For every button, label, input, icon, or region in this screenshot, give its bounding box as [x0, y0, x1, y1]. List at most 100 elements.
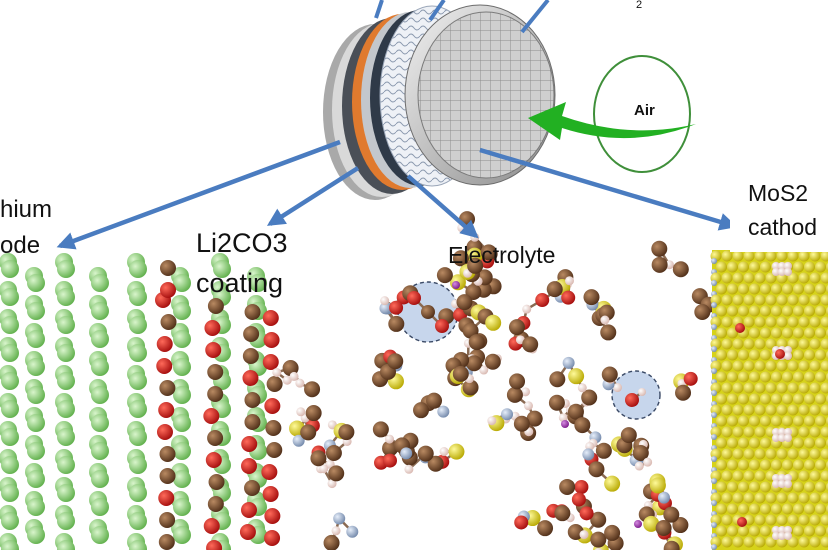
adsorbate-atom — [778, 474, 786, 482]
lithium-atom — [129, 316, 147, 334]
sulfur-atom — [727, 481, 738, 493]
oxygen-atom — [262, 354, 279, 370]
sulfur-atom — [732, 360, 744, 372]
oxygen-atom — [160, 282, 176, 298]
sulfur-atom — [793, 327, 804, 339]
sulfur-atom — [760, 393, 771, 405]
sulfur-atom — [716, 437, 727, 449]
sulfur-atom — [787, 294, 799, 306]
sulfur-atom — [782, 503, 793, 515]
sulfur-atom — [716, 261, 727, 273]
carbon-atom — [266, 442, 283, 458]
sulfur-atom — [804, 481, 815, 493]
sulfur-atom — [738, 283, 749, 295]
adsorbate-atom — [784, 532, 792, 540]
molybdenum-edge-atom — [711, 280, 717, 286]
sulfur-atom — [787, 250, 799, 262]
lithium-atom — [27, 470, 45, 488]
sulfur-atom — [760, 305, 771, 317]
carbon-atom — [632, 444, 649, 461]
sulfur-atom — [809, 426, 821, 438]
sulfur-atom — [798, 272, 810, 284]
lithium-atom — [91, 414, 109, 432]
sulfur-atom — [787, 492, 799, 504]
hydrogen-atom — [384, 434, 394, 444]
carbon-atom — [567, 403, 584, 420]
sulfur-atom — [820, 470, 828, 482]
sulfur-atom — [782, 371, 793, 383]
sulfur-atom — [448, 443, 465, 460]
sulfur-atom — [721, 382, 733, 394]
anode-atom-panel — [0, 245, 292, 550]
sulfur-atom — [798, 514, 810, 526]
carbon-atom — [242, 348, 259, 364]
sulfur-atom — [727, 525, 738, 537]
hydrogen-atom — [521, 387, 531, 397]
sulfur-atom — [809, 404, 821, 416]
adsorbate-atom — [784, 262, 792, 270]
carbon-atom — [421, 305, 435, 319]
adsorbate-atom — [784, 428, 792, 436]
sulfur-atom — [760, 481, 771, 493]
sulfur-atom — [754, 426, 766, 438]
sulfur-atom — [738, 503, 749, 515]
sulfur-atom — [804, 437, 815, 449]
sulfur-atom — [765, 492, 777, 504]
lithium-atom — [1, 428, 19, 446]
hydrogen-atom — [522, 304, 532, 314]
carbon-atom — [672, 261, 689, 278]
carbon-atom — [159, 468, 176, 484]
sulfur-atom — [743, 404, 755, 416]
nitrogen-atom — [333, 512, 346, 525]
sulfur-atom — [804, 415, 815, 427]
lithium-atom — [1, 400, 19, 418]
oxygen-atom — [683, 371, 698, 386]
oxygen-atom — [240, 502, 257, 518]
sulfur-atom — [793, 459, 804, 471]
carbon-atom — [244, 414, 261, 430]
sulfur-atom — [716, 525, 727, 537]
carbon-atom — [158, 534, 175, 550]
sulfur-atom — [754, 448, 766, 460]
adsorbate-atom — [784, 268, 792, 276]
sulfur-atom — [782, 305, 793, 317]
sulfur-atom — [815, 503, 826, 515]
lithium-atom — [57, 316, 75, 334]
sulfur-atom — [738, 459, 749, 471]
cathode-label-line1: MoS2 — [748, 180, 809, 206]
sulfur-atom — [815, 437, 826, 449]
sulfur-atom — [787, 514, 799, 526]
carbon-atom — [590, 531, 607, 548]
carbon-atom — [466, 355, 483, 372]
carbon-atom — [583, 289, 600, 306]
adsorbate-atom — [778, 480, 786, 488]
lithium-atom — [129, 400, 147, 418]
cathode-label-line2: cathod — [748, 214, 818, 240]
sulfur-atom — [798, 492, 810, 504]
adsorbate-atom — [784, 434, 792, 442]
carbon-atom — [559, 478, 576, 495]
carbon-atom — [601, 366, 618, 383]
sulfur-atom — [721, 272, 733, 284]
sulfur-atom — [820, 272, 828, 284]
lithium-atom — [27, 330, 45, 348]
pointer-arrows — [56, 139, 738, 250]
carbon-atom — [244, 480, 261, 496]
molybdenum-edge-atom — [711, 456, 717, 462]
carbon-atom — [590, 511, 607, 528]
sulfur-atom — [749, 481, 760, 493]
sulfur-atom — [771, 371, 782, 383]
cathode-atom-panel — [710, 250, 828, 550]
sulfur-atom — [820, 250, 828, 262]
sulfur-atom — [738, 437, 749, 449]
sulfur-atom — [771, 327, 782, 339]
oxygen-atom — [389, 300, 404, 315]
sulfur-atom — [782, 459, 793, 471]
sulfur-atom — [732, 470, 744, 482]
sulfur-atom — [820, 448, 828, 460]
electrolyte-label: Electrolyte — [448, 242, 556, 268]
sulfur-atom — [716, 349, 727, 361]
sulfur-atom — [727, 349, 738, 361]
adsorbate-atom — [778, 428, 786, 436]
sulfur-atom — [485, 314, 502, 331]
